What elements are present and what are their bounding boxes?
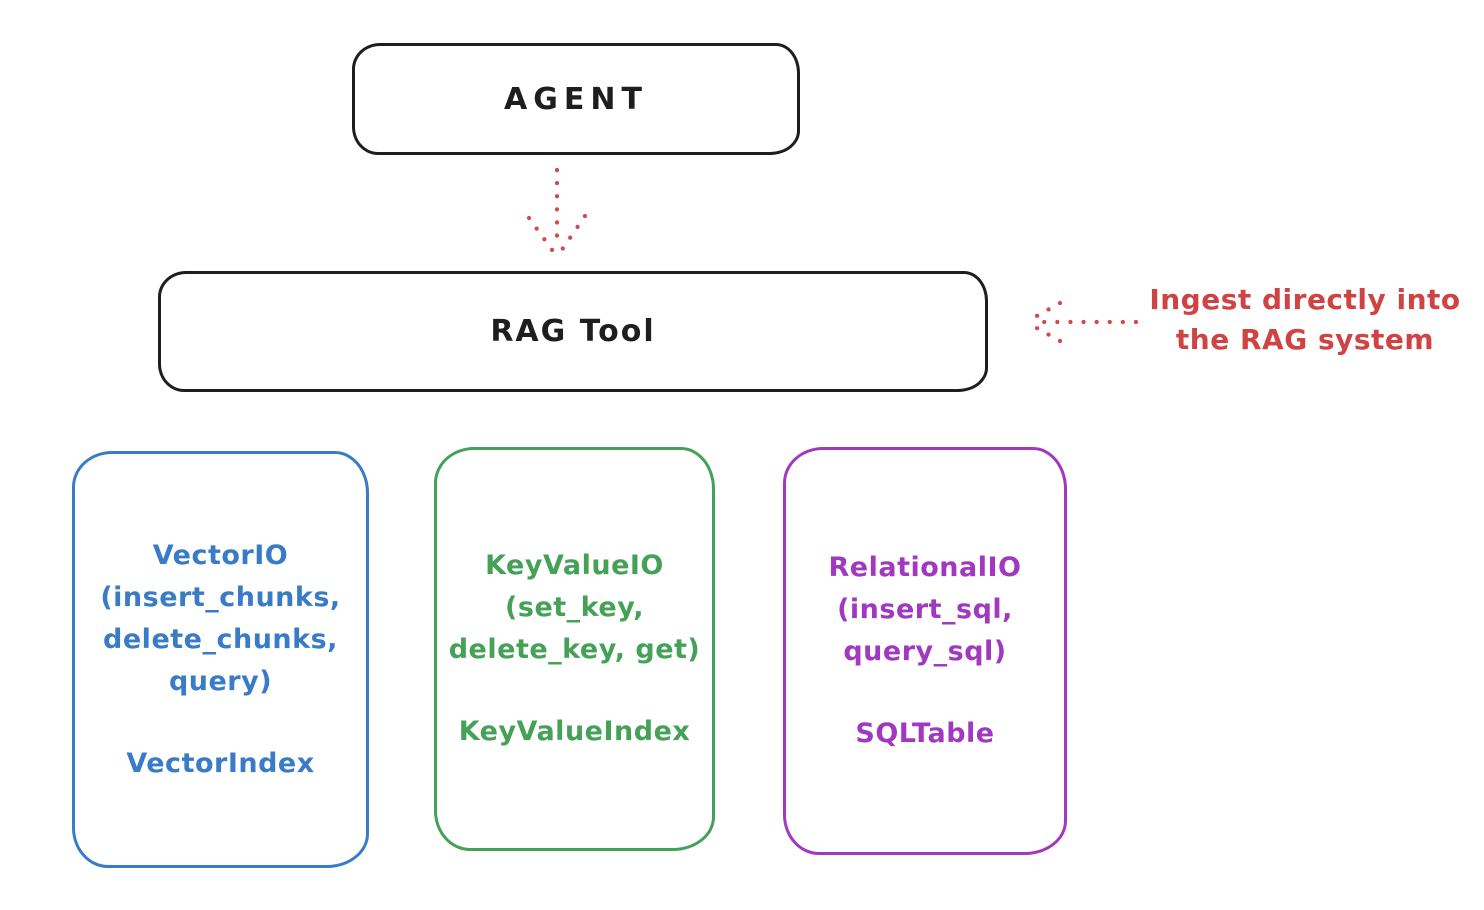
relational-io-line: (insert_sql,: [837, 594, 1013, 625]
keyvalue-io-node[interactable]: KeyValueIO (set_key, delete_key, get) Ke…: [434, 447, 715, 851]
vector-io-line: (insert_chunks,: [100, 581, 341, 613]
agent-label: AGENT: [504, 81, 648, 117]
vector-index-label: VectorIndex: [126, 747, 315, 779]
relational-io-line: RelationalIO: [828, 552, 1022, 583]
rag-tool-node[interactable]: RAG Tool: [158, 271, 988, 392]
relational-io-line: query_sql): [843, 636, 1007, 667]
dotted-arrow-left[interactable]: [1023, 300, 1139, 344]
ingest-annotation-line: the RAG system: [1175, 323, 1435, 356]
vector-io-node[interactable]: VectorIO (insert_chunks, delete_chunks, …: [72, 451, 369, 868]
dotted-arrow-down[interactable]: [526, 167, 588, 257]
relational-io-node[interactable]: RelationalIO (insert_sql, query_sql) SQL…: [783, 447, 1067, 855]
ingest-annotation-line: Ingest directly into: [1149, 283, 1461, 316]
agent-node[interactable]: AGENT: [352, 43, 800, 155]
keyvalue-io-line: delete_key, get): [448, 634, 701, 665]
rag-tool-label: RAG Tool: [490, 314, 656, 349]
ingest-annotation[interactable]: Ingest directly into the RAG system: [1140, 280, 1470, 360]
keyvalue-io-line: (set_key,: [505, 592, 644, 623]
vector-io-line: VectorIO: [152, 539, 289, 571]
keyvalue-io-line: KeyValueIO: [485, 550, 664, 581]
vector-io-line: delete_chunks,: [103, 623, 338, 655]
vector-io-line: query): [168, 665, 273, 697]
sql-table-label: SQLTable: [855, 718, 995, 749]
keyvalue-index-label: KeyValueIndex: [458, 716, 691, 747]
